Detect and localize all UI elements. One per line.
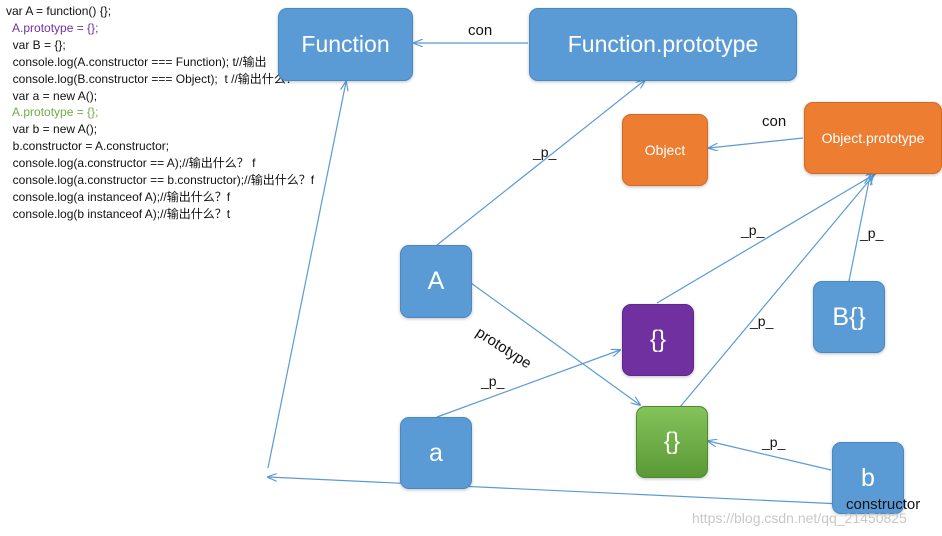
watermark: https://blog.csdn.net/qq_21450825 <box>692 510 907 526</box>
code-line: var B = {}; <box>6 37 66 52</box>
edge-label-con-function: con <box>468 22 493 39</box>
code-line: A.prototype = {}; <box>6 105 99 120</box>
b-instance-node: b <box>832 442 904 514</box>
function-node: Function <box>278 8 413 81</box>
edge-label-p-b: _p_ <box>762 434 786 450</box>
A-node-label: A <box>427 267 445 295</box>
code-snippet: var A = function() {}; A.prototype = {};… <box>6 3 336 223</box>
function-prototype-node-label: Function.prototype <box>567 31 759 57</box>
B-node: B{} <box>813 281 885 353</box>
code-line: console.log(a.constructor == b.construct… <box>6 173 315 188</box>
edge-con-object <box>709 137 804 148</box>
edge-label-p-new: _p_ <box>750 313 774 329</box>
edge-label-constructor: constructor <box>846 496 921 513</box>
edge-proto-old-to-object-prototype <box>656 174 875 304</box>
edge-b-to-proto-new <box>708 441 832 471</box>
edge-label-p-A: _p_ <box>533 144 557 160</box>
code-line: b.constructor = A.constructor; <box>6 139 170 154</box>
edge-a-to-proto-old <box>436 350 620 418</box>
A-node: A <box>400 245 472 318</box>
b-instance-label: b <box>861 463 875 492</box>
old-prototype-object-label: {} <box>649 326 667 353</box>
code-line: console.log(A.constructor === Function);… <box>6 54 267 69</box>
code-line: var a = new A(); <box>6 88 98 103</box>
edge-label-p-B: _p_ <box>860 225 884 241</box>
code-line: var b = new A(); <box>6 122 98 137</box>
old-prototype-object-node: {} <box>622 304 694 376</box>
edge-A-prototype <box>470 282 640 405</box>
code-line: A.prototype = {}; <box>6 20 99 35</box>
a-instance-node: a <box>400 417 472 489</box>
code-line: console.log(a instanceof A);//输出什么？f <box>6 189 231 204</box>
edge-label-p-a: _p_ <box>481 373 505 389</box>
function-node-label: Function <box>301 31 390 57</box>
edge-label-con-object: con <box>762 113 787 130</box>
edge-A-to-function-prototype <box>436 80 645 246</box>
code-line: console.log(a.constructor == A);//输出什么？ … <box>6 156 256 171</box>
object-node-label: Object <box>644 142 686 158</box>
edge-proto-new-to-object-prototype <box>679 176 873 408</box>
code-line: var A = function() {}; <box>6 4 112 18</box>
new-prototype-object-node: {} <box>636 406 708 478</box>
edge-B-to-object-prototype <box>848 176 870 282</box>
edge-constructor-to-function <box>267 82 346 469</box>
object-prototype-node-label: Object.prototype <box>821 130 925 146</box>
code-line: console.log(b instanceof A);//输出什么？t <box>6 206 231 221</box>
object-prototype-node: Object.prototype <box>804 102 942 174</box>
edge-label-p-old: _p_ <box>741 222 765 238</box>
B-node-label: B{} <box>832 302 866 331</box>
code-line: console.log(B.constructor === Object); t… <box>6 71 298 86</box>
new-prototype-object-label: {} <box>663 428 681 455</box>
a-instance-label: a <box>429 438 443 467</box>
edge-b-constructor <box>268 477 864 506</box>
function-prototype-node: Function.prototype <box>529 8 797 81</box>
object-node: Object <box>622 114 708 186</box>
